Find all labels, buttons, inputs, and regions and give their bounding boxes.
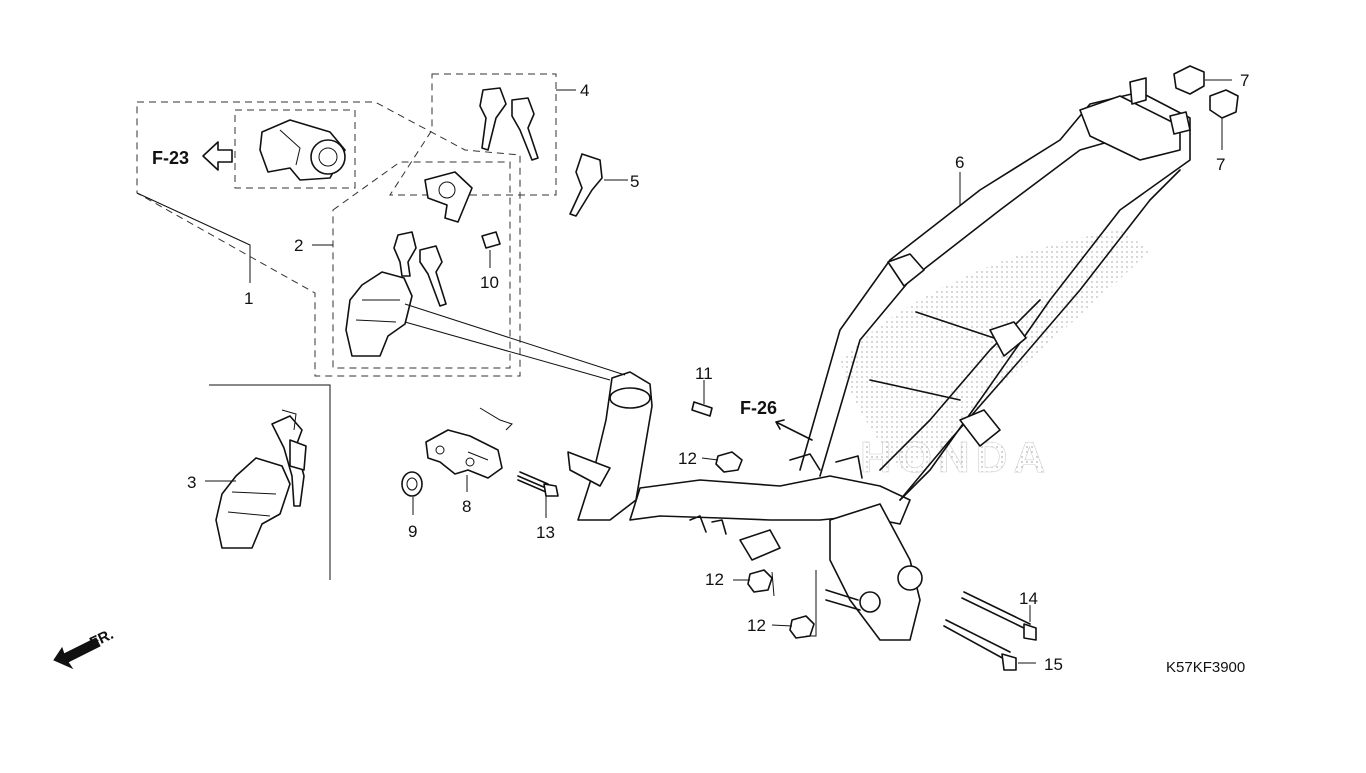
key-pair-part <box>479 87 539 161</box>
f23-reference[interactable]: F-23 <box>152 141 233 171</box>
ignition-dashed-box <box>332 161 511 369</box>
bolt-15-part <box>943 619 1017 671</box>
ignition-switch-part <box>345 231 447 357</box>
callout-12a: 12 <box>678 449 697 468</box>
f26-reference[interactable]: F-26 <box>740 398 813 441</box>
left-arrow-icon <box>202 141 233 171</box>
bolt-13-part <box>517 471 559 497</box>
callout-2: 2 <box>294 236 303 255</box>
front-direction-indicator: FR. <box>53 626 116 670</box>
callout-6: 6 <box>955 153 964 172</box>
bolt-11-part <box>691 401 713 417</box>
bolt-14-part <box>961 591 1037 641</box>
nut-12c-part <box>789 615 815 639</box>
callout-15: 15 <box>1044 655 1063 674</box>
lock-cylinder-part <box>259 119 346 181</box>
ignition-switch-alt-part <box>215 409 307 549</box>
callout-4: 4 <box>580 81 589 100</box>
callout-12c: 12 <box>747 616 766 635</box>
section-divider <box>209 384 331 580</box>
kit-outline-group <box>136 73 557 377</box>
callout-13: 13 <box>536 523 555 542</box>
leader-lines <box>136 79 1232 664</box>
nut-12a-part <box>715 451 743 473</box>
f23-label: F-23 <box>152 148 189 168</box>
front-arrow-icon <box>53 637 101 670</box>
rubber-7a-part <box>1173 65 1205 95</box>
frame-body-part <box>567 77 1191 641</box>
nut-12b-part <box>747 569 773 593</box>
callout-labels: 1 2 3 4 5 6 7 7 8 9 10 11 12 12 12 13 14… <box>187 71 1249 674</box>
diagram-code: K57KF3900 <box>1166 659 1245 676</box>
screw-10-part <box>481 231 501 249</box>
watermark-text: HONDA <box>860 433 1051 482</box>
callout-5: 5 <box>630 172 639 191</box>
callout-3: 3 <box>187 473 196 492</box>
cylinder-dashed-box <box>234 109 356 189</box>
watermark: HONDA <box>840 230 1150 482</box>
f26-arrow-icon <box>775 419 813 441</box>
callout-7a: 7 <box>1240 71 1249 90</box>
callout-12b: 12 <box>705 570 724 589</box>
callout-1: 1 <box>244 289 253 308</box>
spare-key-part <box>569 153 603 217</box>
f26-label: F-26 <box>740 398 777 418</box>
callout-7b: 7 <box>1216 155 1225 174</box>
rubber-7b-part <box>1209 89 1239 119</box>
key-set-dashed-box <box>136 101 521 377</box>
callout-14: 14 <box>1019 589 1038 608</box>
shutter-part <box>424 171 473 223</box>
front-label: FR. <box>87 626 116 652</box>
callout-10: 10 <box>480 273 499 292</box>
callout-9: 9 <box>408 522 417 541</box>
keys-dashed-box <box>389 73 557 196</box>
callout-11: 11 <box>695 364 713 383</box>
bracket-8-part <box>425 407 513 479</box>
grommet-9-part <box>401 471 423 497</box>
callout-8: 8 <box>462 497 471 516</box>
